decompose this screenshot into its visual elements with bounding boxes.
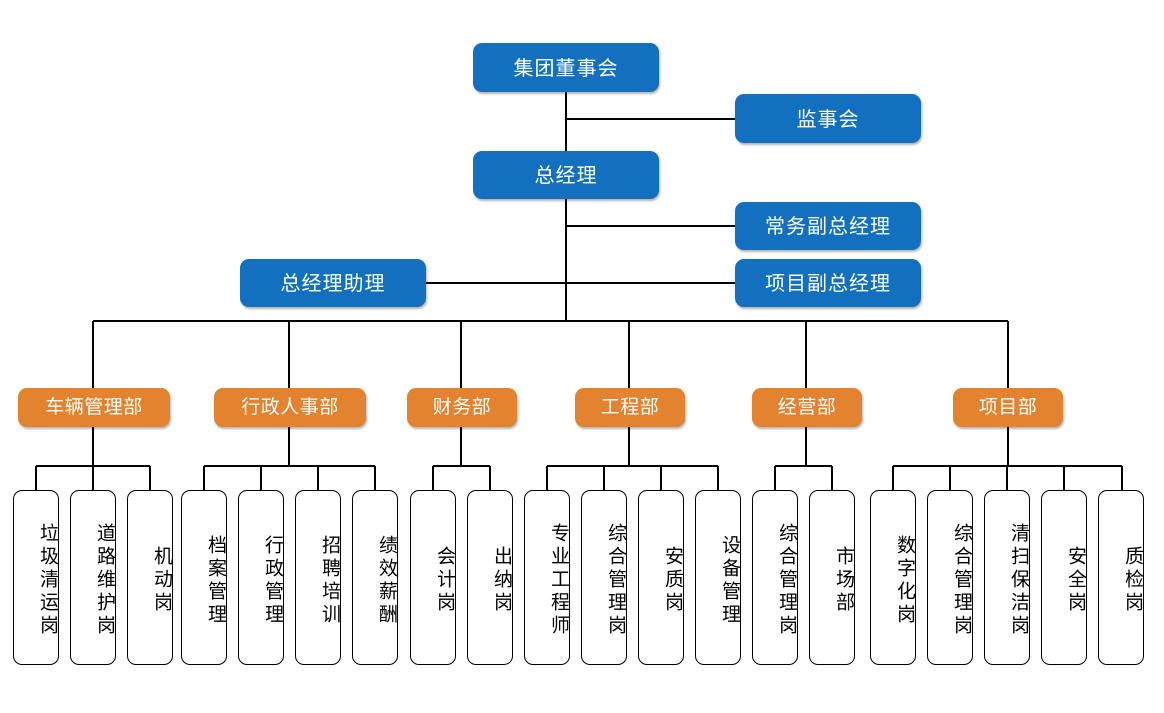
node-department-engineering[interactable]: 工程部: [575, 388, 685, 427]
node-label: 出纳岗: [491, 546, 513, 615]
node-position-administration[interactable]: 行政管理: [238, 490, 284, 665]
node-position-operations-general-management[interactable]: 综合管理岗: [752, 490, 798, 665]
node-label: 招聘培训: [319, 534, 341, 627]
node-label: 行政人事部: [241, 396, 339, 419]
node-position-performance-compensation[interactable]: 绩效薪酬: [352, 490, 398, 665]
node-department-vehicle-management[interactable]: 车辆管理部: [18, 388, 170, 427]
node-position-road-maintenance[interactable]: 道路维护岗: [70, 490, 116, 665]
node-label: 监事会: [796, 106, 860, 131]
node-position-engineering-general-management[interactable]: 综合管理岗: [581, 490, 627, 665]
node-project-vice-gm[interactable]: 项目副总经理: [735, 259, 921, 307]
node-department-admin-hr[interactable]: 行政人事部: [214, 388, 366, 427]
node-position-project-general-management[interactable]: 综合管理岗: [927, 490, 973, 665]
node-label: 专业工程师: [548, 523, 570, 638]
node-label: 车辆管理部: [45, 396, 143, 419]
node-label: 集团董事会: [513, 55, 619, 80]
node-position-accounting[interactable]: 会计岗: [410, 490, 456, 665]
node-label: 总经理: [534, 163, 598, 187]
node-label: 垃圾清运岗: [37, 523, 59, 638]
node-label: 档案管理: [205, 534, 227, 627]
node-label: 综合管理岗: [776, 523, 798, 638]
node-label: 安全岗: [1065, 546, 1087, 615]
node-department-project[interactable]: 项目部: [953, 388, 1063, 427]
node-label: 工程部: [600, 396, 660, 419]
node-label: 设备管理: [719, 534, 741, 627]
node-supervisory-board[interactable]: 监事会: [735, 94, 921, 143]
node-position-marketing[interactable]: 市场部: [809, 490, 855, 665]
node-label: 行政管理: [262, 534, 284, 627]
node-label: 会计岗: [434, 546, 456, 615]
node-position-records-management[interactable]: 档案管理: [181, 490, 227, 665]
node-label: 清扫保洁岗: [1008, 523, 1030, 638]
node-department-operations[interactable]: 经营部: [752, 388, 862, 427]
node-label: 道路维护岗: [94, 523, 116, 638]
node-label: 项目部: [978, 396, 1038, 419]
node-position-equipment-management[interactable]: 设备管理: [695, 490, 741, 665]
node-position-recruitment-training[interactable]: 招聘培训: [295, 490, 341, 665]
node-position-safety[interactable]: 安全岗: [1041, 490, 1087, 665]
node-label: 项目副总经理: [765, 271, 891, 295]
node-position-digitalization[interactable]: 数字化岗: [870, 490, 916, 665]
node-label: 市场部: [833, 546, 855, 615]
node-label: 财务部: [432, 396, 492, 419]
node-position-quality-inspection[interactable]: 质检岗: [1098, 490, 1144, 665]
node-gm-assistant[interactable]: 总经理助理: [240, 259, 426, 307]
node-position-cashier[interactable]: 出纳岗: [467, 490, 513, 665]
node-position-professional-engineer[interactable]: 专业工程师: [524, 490, 570, 665]
node-label: 总经理助理: [280, 271, 386, 295]
node-label: 机动岗: [151, 546, 173, 615]
node-label: 质检岗: [1122, 546, 1144, 615]
node-position-waste-removal[interactable]: 垃圾清运岗: [13, 490, 59, 665]
node-position-cleaning-sanitation[interactable]: 清扫保洁岗: [984, 490, 1030, 665]
node-label: 综合管理岗: [951, 523, 973, 638]
node-executive-vice-gm[interactable]: 常务副总经理: [735, 202, 921, 250]
node-label: 安质岗: [662, 546, 684, 615]
node-board-of-directors[interactable]: 集团董事会: [473, 43, 659, 92]
node-label: 常务副总经理: [765, 214, 891, 238]
node-position-mobile-unit[interactable]: 机动岗: [127, 490, 173, 665]
node-position-safety-quality[interactable]: 安质岗: [638, 490, 684, 665]
node-department-finance[interactable]: 财务部: [407, 388, 517, 427]
node-label: 绩效薪酬: [376, 534, 398, 627]
node-label: 数字化岗: [894, 534, 916, 627]
node-label: 综合管理岗: [605, 523, 627, 638]
node-label: 经营部: [777, 396, 837, 419]
node-general-manager[interactable]: 总经理: [473, 151, 659, 199]
